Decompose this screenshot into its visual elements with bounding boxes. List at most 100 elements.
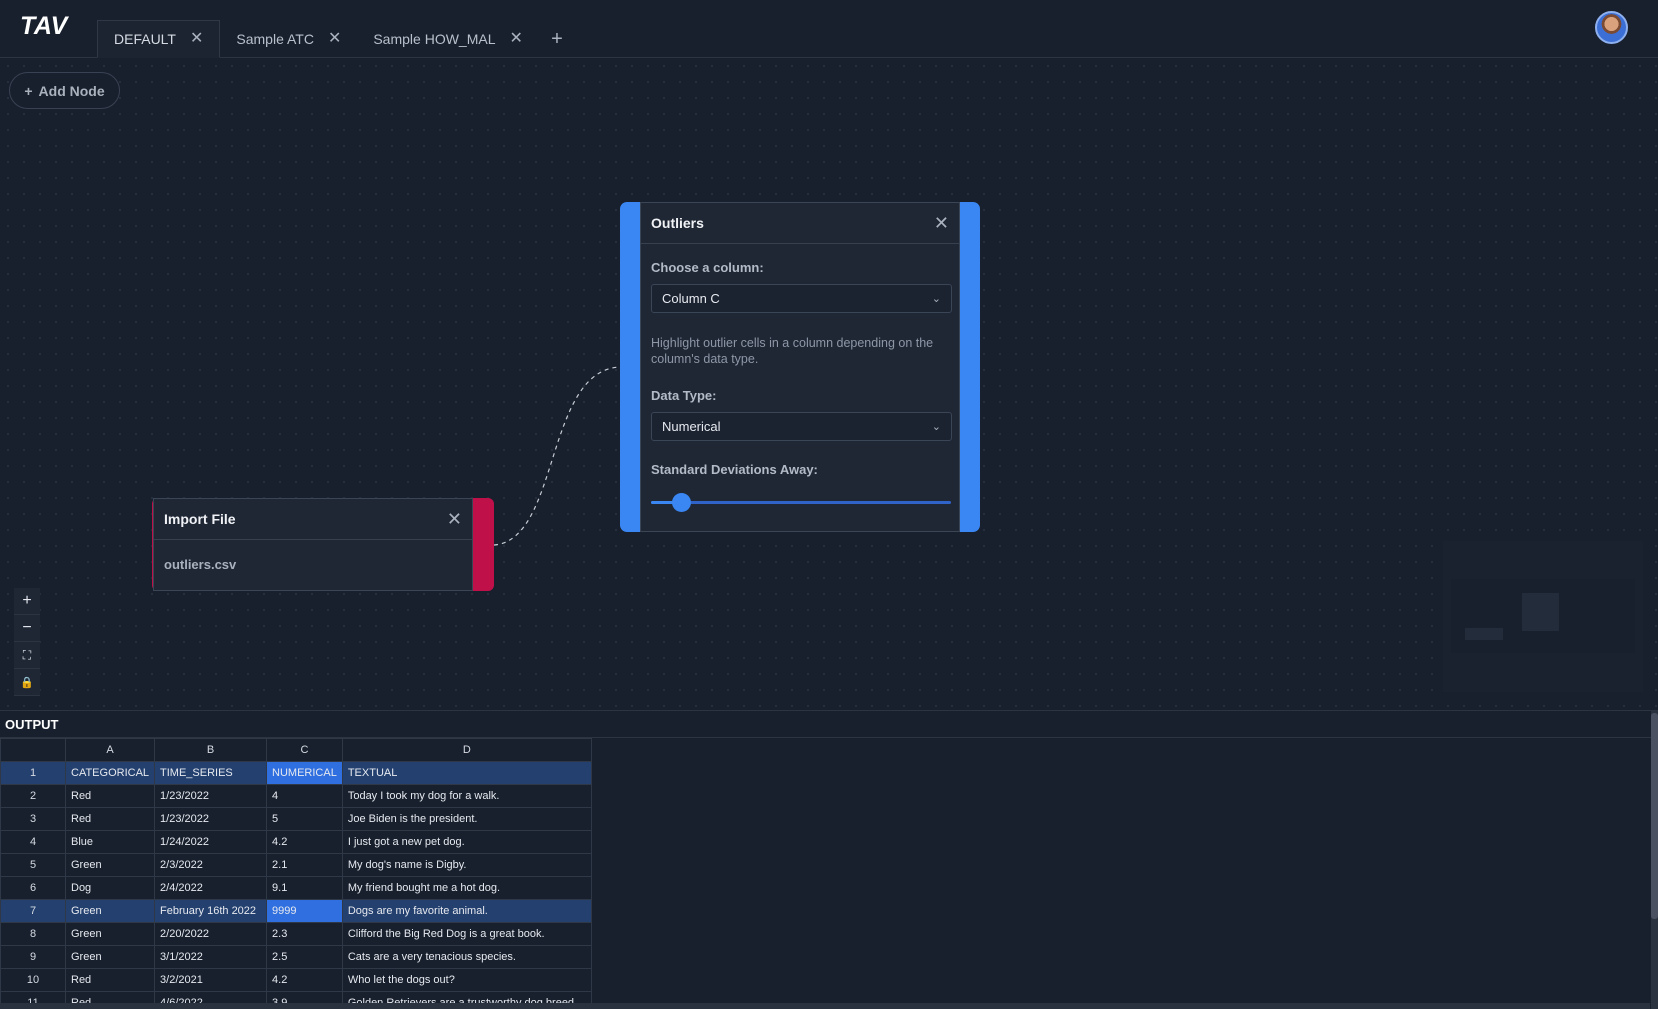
- row-number[interactable]: 9: [0, 945, 66, 969]
- table-cell[interactable]: 2/20/2022: [154, 922, 268, 946]
- tab-bar: DEFAULT ✕ Sample ATC ✕ Sample HOW_MAL ✕ …: [97, 20, 575, 58]
- table-cell[interactable]: 5: [266, 807, 343, 831]
- minimap-node: [1465, 628, 1503, 640]
- close-icon[interactable]: ✕: [933, 213, 949, 233]
- table-cell[interactable]: I just got a new pet dog.: [341, 830, 592, 854]
- column-select[interactable]: Column C ⌄: [651, 284, 952, 313]
- column-header[interactable]: C: [266, 738, 343, 762]
- output-title: OUTPUT: [0, 711, 1658, 738]
- close-icon[interactable]: ✕: [509, 30, 523, 47]
- column-label: Choose a column:: [651, 260, 764, 275]
- import-file-node[interactable]: Import File ✕ outliers.csv: [153, 498, 473, 591]
- column-header[interactable]: D: [341, 738, 592, 762]
- table-cell[interactable]: 1/23/2022: [154, 784, 268, 808]
- table-cell[interactable]: Red: [64, 807, 156, 831]
- table-cell[interactable]: Green: [64, 922, 156, 946]
- table-cell[interactable]: Dogs are my favorite animal.: [341, 899, 592, 923]
- row-number[interactable]: 7: [0, 899, 66, 923]
- row-number[interactable]: 6: [0, 876, 66, 900]
- vertical-scrollbar[interactable]: [1651, 711, 1658, 1009]
- lock-button[interactable]: 🔒: [14, 669, 40, 696]
- table-cell[interactable]: My dog's name is Digby.: [341, 853, 592, 877]
- table-cell[interactable]: 9.1: [266, 876, 343, 900]
- row-number[interactable]: 2: [0, 784, 66, 808]
- row-number[interactable]: 10: [0, 968, 66, 992]
- table-cell[interactable]: Green: [64, 853, 156, 877]
- table-cell[interactable]: Dog: [64, 876, 156, 900]
- node-header: Outliers ✕: [641, 203, 959, 244]
- table-cell[interactable]: 1/23/2022: [154, 807, 268, 831]
- add-tab-button[interactable]: +: [551, 27, 563, 50]
- table-cell[interactable]: 1/24/2022: [154, 830, 268, 854]
- add-node-button[interactable]: + Add Node: [9, 72, 120, 109]
- zoom-in-button[interactable]: +: [14, 588, 40, 615]
- row-number[interactable]: 1: [0, 761, 66, 785]
- datatype-select-value: Numerical: [662, 419, 721, 434]
- horizontal-scrollbar[interactable]: [0, 1003, 1650, 1009]
- import-file-name: outliers.csv: [164, 557, 237, 572]
- slider-thumb[interactable]: [672, 493, 691, 512]
- table-cell[interactable]: Today I took my dog for a walk.: [341, 784, 592, 808]
- node-title: Import File: [164, 511, 236, 527]
- row-number[interactable]: 5: [0, 853, 66, 877]
- tab-sample-atc[interactable]: Sample ATC ✕: [220, 20, 357, 58]
- tab-default[interactable]: DEFAULT ✕: [97, 20, 221, 58]
- table-cell[interactable]: 2/4/2022: [154, 876, 268, 900]
- table-cell[interactable]: Red: [64, 968, 156, 992]
- table-cell[interactable]: 2.5: [266, 945, 343, 969]
- table-cell[interactable]: TIME_SERIES: [154, 761, 268, 785]
- column-header[interactable]: B: [154, 738, 268, 762]
- table-cell[interactable]: 4: [266, 784, 343, 808]
- chevron-down-icon: ⌄: [931, 421, 941, 433]
- zoom-out-button[interactable]: −: [14, 615, 40, 642]
- table-cell[interactable]: Green: [64, 899, 156, 923]
- close-icon[interactable]: ✕: [327, 30, 342, 47]
- table-cell[interactable]: 4.2: [266, 830, 343, 854]
- minimap[interactable]: [1443, 541, 1643, 692]
- table-cell[interactable]: 2/3/2022: [154, 853, 268, 877]
- table-cell[interactable]: My friend bought me a hot dog.: [341, 876, 592, 900]
- table-cell[interactable]: 2.1: [266, 853, 343, 877]
- table-cell[interactable]: Joe Biden is the president.: [341, 807, 592, 831]
- table-cell[interactable]: 3/1/2022: [154, 945, 268, 969]
- tab-label: Sample HOW_MAL: [373, 31, 496, 47]
- stddev-slider[interactable]: [651, 493, 951, 512]
- outliers-node[interactable]: Outliers ✕ Choose a column: Column C ⌄ H…: [640, 202, 960, 532]
- row-number[interactable]: 3: [0, 807, 66, 831]
- column-header[interactable]: A: [64, 738, 156, 762]
- datatype-select[interactable]: Numerical ⌄: [651, 412, 952, 441]
- table-cell[interactable]: Red: [64, 784, 156, 808]
- node-description: Highlight outlier cells in a column depe…: [651, 336, 934, 366]
- table-cell[interactable]: Cats are a very tenacious species.: [341, 945, 592, 969]
- row-number[interactable]: 8: [0, 922, 66, 946]
- table-cell[interactable]: 4.2: [266, 968, 343, 992]
- close-icon[interactable]: ✕: [189, 30, 204, 47]
- table-cell[interactable]: 3/2/2021: [154, 968, 268, 992]
- table-cell[interactable]: Blue: [64, 830, 156, 854]
- scrollbar-thumb[interactable]: [1651, 713, 1658, 919]
- close-icon[interactable]: ✕: [446, 509, 462, 529]
- table-cell[interactable]: TEXTUAL: [341, 761, 592, 785]
- table-cell[interactable]: February 16th 2022: [154, 899, 268, 923]
- top-bar: TAV DEFAULT ✕ Sample ATC ✕ Sample HOW_MA…: [0, 0, 1658, 58]
- table-cell[interactable]: Green: [64, 945, 156, 969]
- table-cell[interactable]: Clifford the Big Red Dog is a great book…: [341, 922, 592, 946]
- avatar[interactable]: [1595, 11, 1628, 44]
- table-cell[interactable]: 9999: [266, 899, 343, 923]
- fit-view-button[interactable]: ⛶: [14, 642, 40, 669]
- table-cell[interactable]: Who let the dogs out?: [341, 968, 592, 992]
- table-cell[interactable]: NUMERICAL: [266, 761, 343, 785]
- table-cell[interactable]: CATEGORICAL: [64, 761, 156, 785]
- app-logo: TAV: [20, 12, 68, 40]
- tab-sample-how-mal[interactable]: Sample HOW_MAL ✕: [357, 20, 539, 58]
- row-number[interactable]: 4: [0, 830, 66, 854]
- table-cell[interactable]: 2.3: [266, 922, 343, 946]
